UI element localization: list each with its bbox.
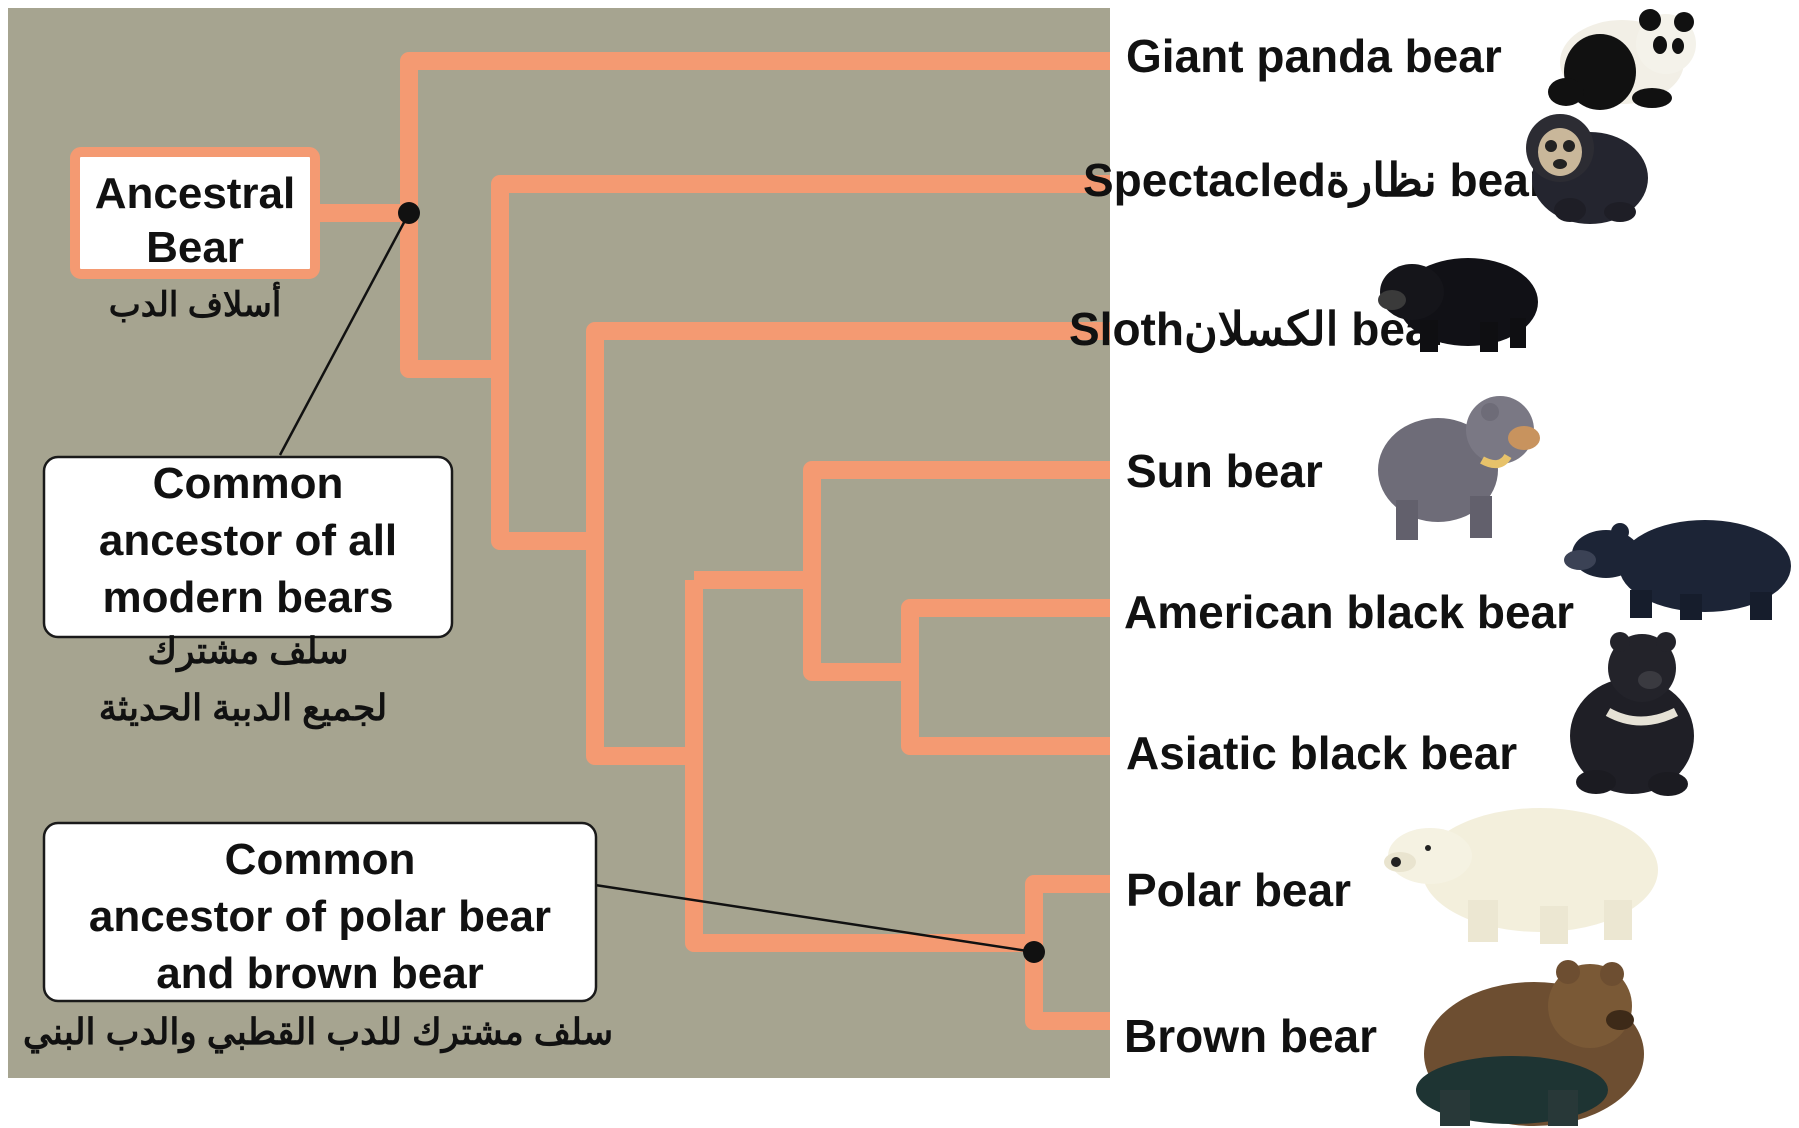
common-all-arabic1: سلف مشترك xyxy=(147,630,348,673)
common-ancestor-polar-brown-box: Common ancestor of polar bear and brown … xyxy=(44,823,596,1001)
asiatic-black-bear-icon xyxy=(1570,632,1694,796)
species-label-spectacled: Spectacledنظارة bear xyxy=(1083,154,1547,208)
polar-bear-icon xyxy=(1384,808,1658,944)
common-all-line2: ancestor of all xyxy=(99,516,397,565)
common-ancestor-all-box: Common ancestor of all modern bears xyxy=(44,457,452,637)
common-all-line3: modern bears xyxy=(103,573,394,622)
american-black-bear-icon xyxy=(1564,520,1791,620)
species-label-american-black: American black bear xyxy=(1124,586,1574,638)
species-label-polar: Polar bear xyxy=(1126,864,1351,916)
node-all-bears xyxy=(398,202,420,224)
common-all-line1: Common xyxy=(153,459,344,508)
brown-bear-icon xyxy=(1416,960,1644,1126)
ancestral-line2: Bear xyxy=(146,223,244,272)
common-pb-line3: and brown bear xyxy=(156,949,484,998)
ancestral-line1: Ancestral xyxy=(95,169,296,218)
species-label-brown: Brown bear xyxy=(1124,1010,1377,1062)
common-pb-arabic: سلف مشترك للدب القطبي والدب البني xyxy=(23,1011,613,1054)
common-pb-line2: ancestor of polar bear xyxy=(89,892,551,941)
sun-bear-icon xyxy=(1378,396,1540,540)
species-label-sun: Sun bear xyxy=(1126,445,1323,497)
node-polar-brown xyxy=(1023,941,1045,963)
spectacled-bear-icon xyxy=(1526,114,1648,224)
panda-icon xyxy=(1548,9,1696,110)
common-pb-line1: Common xyxy=(225,835,416,884)
common-all-arabic2: لجميع الدببة الحديثة xyxy=(99,687,387,730)
species-label-giant-panda: Giant panda bear xyxy=(1126,30,1502,82)
ancestral-arabic: أسلاف الدب xyxy=(109,282,282,324)
species-label-asiatic-black: Asiatic black bear xyxy=(1126,727,1517,779)
ancestral-bear-box: Ancestral Bear xyxy=(75,152,315,274)
